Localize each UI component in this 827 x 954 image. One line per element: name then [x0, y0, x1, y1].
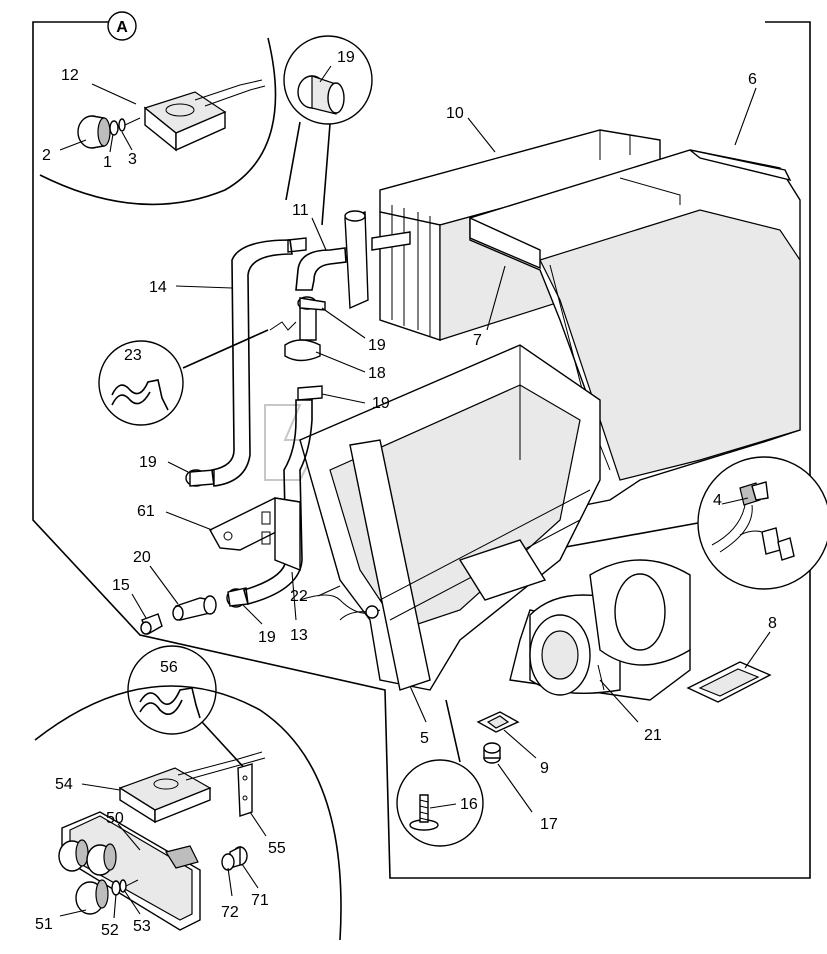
- callout-71: 71: [251, 892, 269, 909]
- drain-tube-20: [172, 595, 217, 621]
- control-panel-assembly: [58, 751, 266, 931]
- pad-17: [483, 742, 501, 764]
- screw-detail-16: [396, 699, 484, 847]
- hose-clip-19d: [226, 587, 249, 608]
- callout-2: 2: [42, 147, 51, 164]
- callout-17: 17: [540, 816, 558, 833]
- hose-13: [243, 399, 313, 605]
- hose-11: [295, 247, 347, 291]
- hose-clip-19a: [297, 296, 326, 311]
- hose-clip-19e: [287, 237, 307, 253]
- detail-harness-4: [419, 456, 827, 590]
- callout-18: 18: [368, 365, 386, 382]
- callout-51: 51: [35, 916, 53, 933]
- filter-element: [686, 661, 772, 703]
- detail-clip-56: [127, 645, 249, 773]
- callout-14: 14: [149, 279, 167, 296]
- callout-21: 21: [644, 727, 662, 744]
- callout-9: 9: [540, 760, 549, 777]
- control-panel-detail-arc: [34, 685, 342, 941]
- callout-6: 6: [748, 71, 757, 88]
- callout-15: 15: [112, 577, 130, 594]
- callout-61: 61: [137, 503, 155, 520]
- callout-16: 16: [460, 796, 478, 813]
- detail-marker-a: A: [116, 19, 128, 36]
- callout-4: 4: [713, 492, 722, 509]
- callout-8: 8: [768, 615, 777, 632]
- main-frame-outline: [32, 21, 811, 879]
- callout-19-clip-a: 19: [368, 337, 386, 354]
- leader-lines: [59, 65, 771, 919]
- callout-72: 72: [221, 904, 239, 921]
- callout-1: 1: [103, 154, 112, 171]
- callout-3: 3: [128, 151, 137, 168]
- callout-54: 54: [55, 776, 73, 793]
- mounting-bracket-61: [209, 497, 301, 572]
- detail-clip-23: [98, 329, 269, 426]
- callout-50: 50: [106, 810, 124, 827]
- callout-12: 12: [61, 67, 79, 84]
- callout-56: 56: [160, 659, 178, 676]
- grommet-9: [476, 711, 520, 733]
- heater-housing: [469, 149, 801, 511]
- callout-22: 22: [290, 588, 308, 605]
- blower-motor: [509, 559, 691, 701]
- callout-23: 23: [124, 347, 142, 364]
- callout-52: 52: [101, 922, 119, 939]
- hose-14: [211, 239, 293, 487]
- detail-a-view: A: [39, 11, 277, 206]
- callout-19-clip-b: 19: [372, 395, 390, 412]
- callout-labels: 1 2 3 4 5 6 7 8 9 10 11 12 13 14 15 16 1…: [35, 49, 777, 939]
- callout-19-top: 19: [337, 49, 355, 66]
- callout-7: 7: [473, 332, 482, 349]
- water-valve: [269, 300, 321, 362]
- callout-53: 53: [133, 918, 151, 935]
- hose-clip-19b: [297, 385, 323, 401]
- callout-13: 13: [290, 627, 308, 644]
- drain-cap-15: [140, 613, 163, 635]
- callout-20: 20: [133, 549, 151, 566]
- callout-55: 55: [268, 840, 286, 857]
- callout-5: 5: [420, 730, 429, 747]
- hose-clip-19c: [185, 469, 215, 487]
- housing-base-tray: [299, 344, 601, 691]
- callout-19-clip-d: 19: [258, 629, 276, 646]
- callout-10: 10: [446, 105, 464, 122]
- detail-clip-19: [283, 35, 373, 226]
- callout-11: 11: [292, 202, 309, 219]
- callout-19-clip-c: 19: [139, 454, 157, 471]
